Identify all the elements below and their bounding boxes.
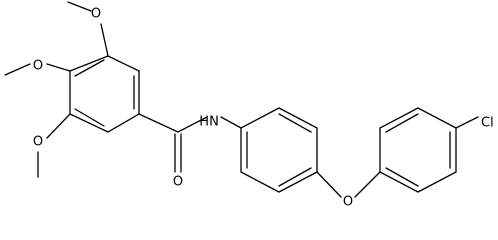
ring-bond [379, 107, 419, 129]
ring-inner-bond [278, 167, 312, 187]
ring-bond [379, 171, 419, 193]
ring-inner-bond [74, 59, 105, 77]
bond-lines [4, 1, 479, 198]
amide-nitrogen-label: N [209, 115, 219, 130]
ring-bond [107, 113, 140, 133]
methyl-bond [67, 1, 92, 12]
ether-bond [316, 171, 342, 198]
amide-bond [177, 116, 208, 133]
atom-labels: O O O O N H O Cl [33, 7, 494, 210]
methoxy-oxygen-middle-label: O [33, 59, 43, 74]
ring-bond [69, 55, 109, 72]
ring-bond [417, 171, 457, 193]
ring-bond [240, 171, 280, 193]
methoxy-bond [100, 23, 109, 57]
methyl-bond [4, 63, 31, 76]
methoxy-bond [46, 63, 71, 72]
methoxy-oxygen-top-label: O [91, 7, 101, 22]
amide-hydrogen-label: H [199, 115, 209, 130]
ring-bond [278, 171, 318, 193]
ring-bond [107, 55, 140, 72]
carbonyl-oxygen-label: O [173, 175, 183, 190]
ring-inner-bond [385, 167, 419, 187]
ring-bond [69, 113, 109, 133]
chlorine-bond [455, 116, 479, 129]
ring-inner-bond [74, 108, 105, 127]
methoxy-bond [46, 113, 71, 139]
methoxy-oxygen-lower-label: O [33, 135, 43, 150]
chlorine-label: Cl [481, 116, 494, 131]
ether-oxygen-label: O [343, 195, 353, 210]
amine-aryl-bond [220, 116, 242, 129]
ring-bond [240, 107, 280, 129]
ring-inner-bond [385, 113, 419, 133]
ether-bond [354, 171, 381, 198]
ring-inner-bond [278, 113, 312, 133]
ring-bond [278, 107, 318, 129]
molecule-structure-diagram: O O O O N H O Cl [4, 1, 494, 210]
carbonyl-carbon-bond [138, 113, 179, 133]
ring-bond [417, 107, 457, 129]
